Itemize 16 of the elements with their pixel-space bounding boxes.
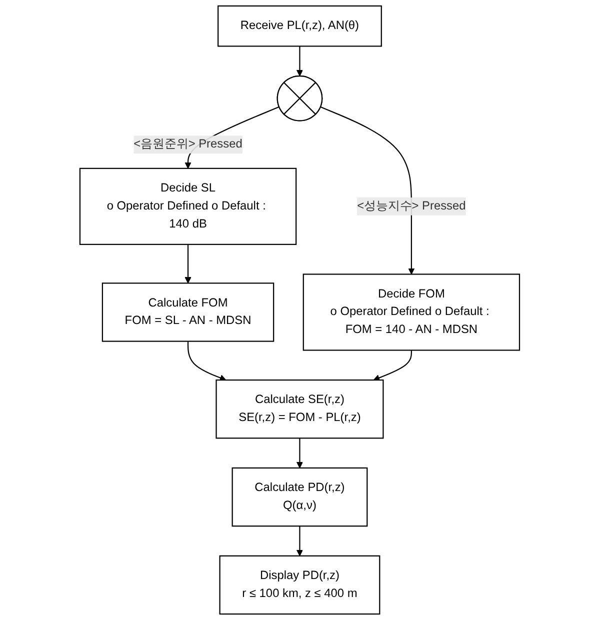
arrow bbox=[296, 526, 304, 556]
node-box: Calculate FOM FOM = SL - AN - MDSN bbox=[102, 282, 274, 342]
node-box: Receive PL(r,z), AN(θ) bbox=[218, 5, 382, 47]
edge-label: <성능지수> Pressed bbox=[357, 200, 466, 212]
arrow bbox=[296, 46, 304, 76]
node-box: Calculate PD(r,z) Q(α,ν) bbox=[232, 467, 368, 527]
node-box: Display PD(r,z) r ≤ 100 km, z ≤ 400 m bbox=[220, 555, 380, 615]
arrow bbox=[185, 244, 192, 284]
arrow bbox=[296, 438, 304, 468]
node-box: Calculate SE(r,z) SE(r,z) = FOM - PL(r,z) bbox=[216, 379, 384, 439]
arrow bbox=[374, 350, 412, 381]
node-box: Decide FOM o Operator Defined o Default : FOM = 140 - AN - MDSN bbox=[303, 274, 520, 351]
node-box: Decide SL o Operator Defined o Default : 140 dB bbox=[80, 168, 297, 245]
arrow bbox=[320, 106, 415, 275]
arrow bbox=[188, 341, 226, 381]
edge-label: <음원준위> Pressed bbox=[134, 138, 243, 151]
